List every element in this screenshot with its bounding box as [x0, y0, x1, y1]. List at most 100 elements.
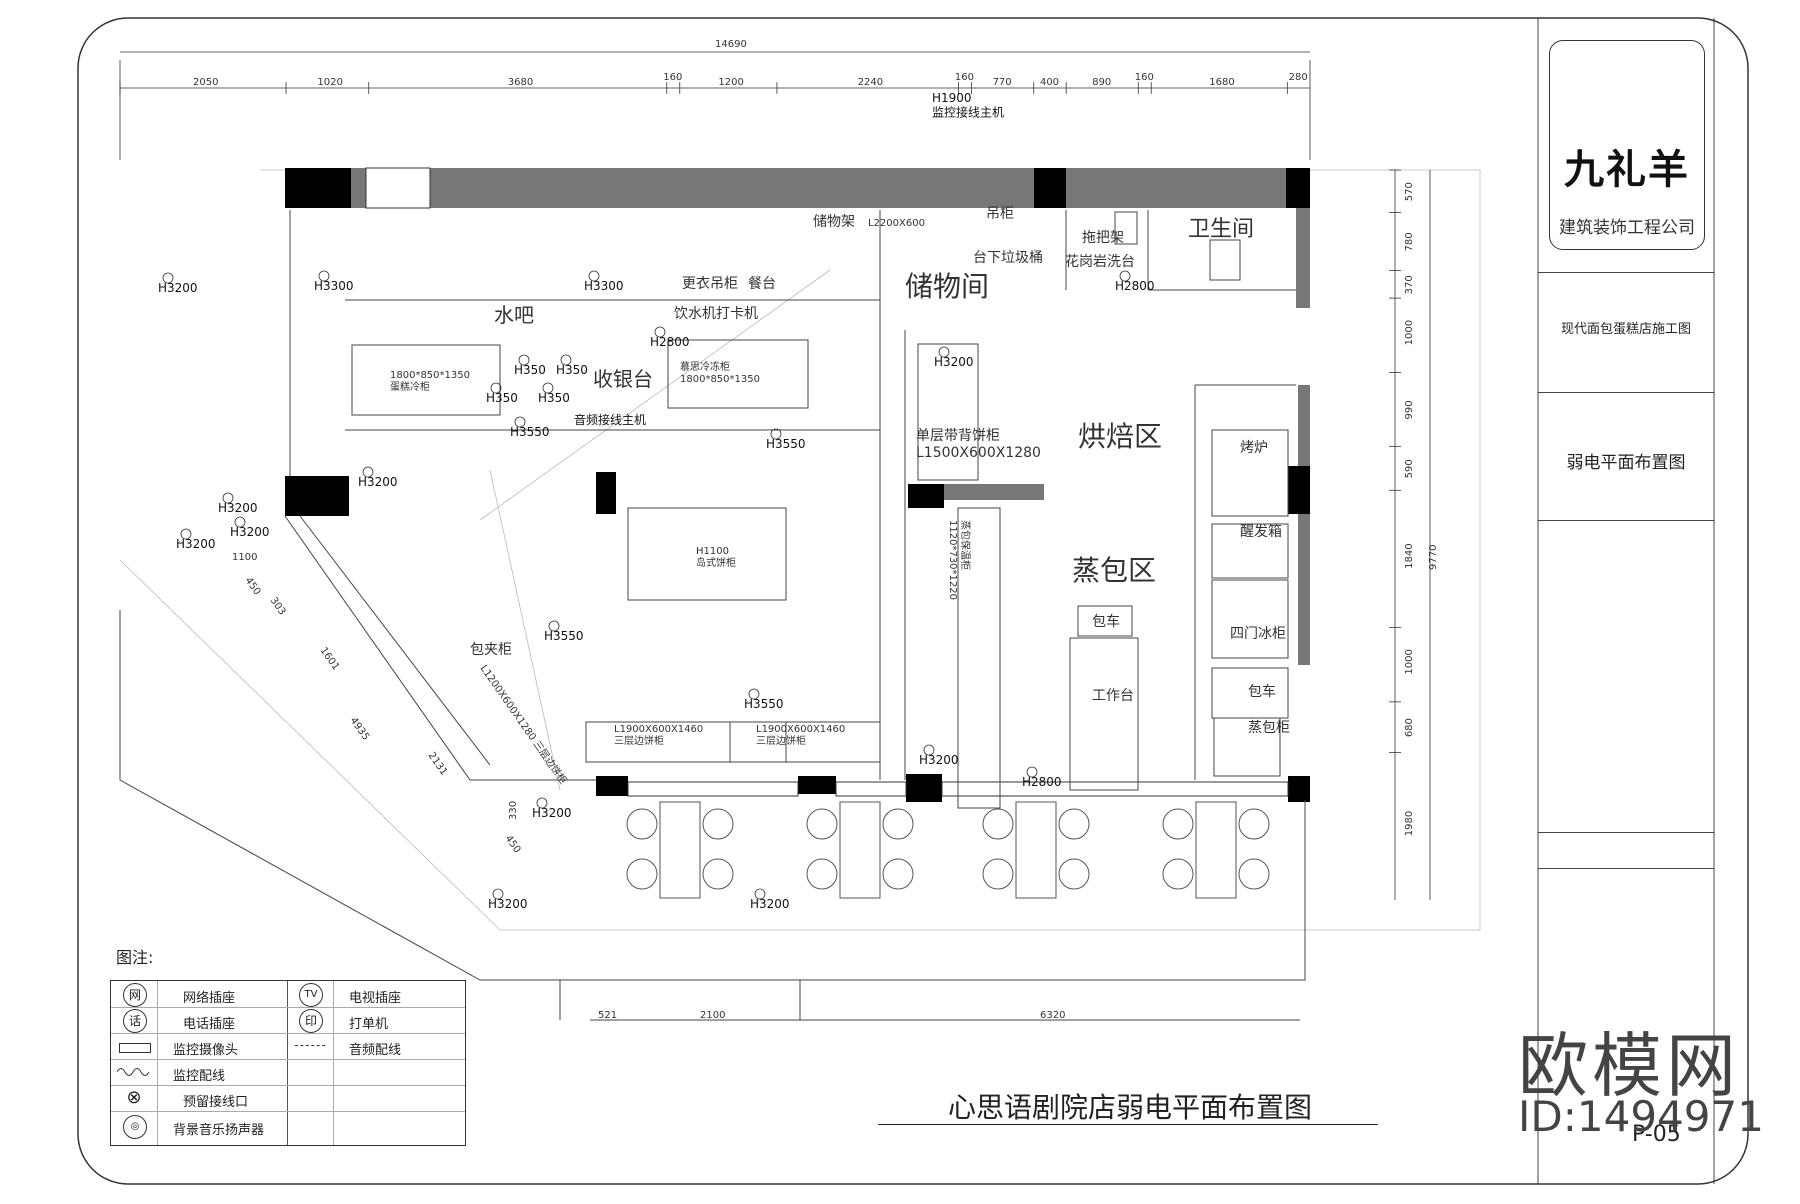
- height-marker: H3200: [934, 355, 974, 369]
- wiring-point-icon: [1119, 270, 1131, 282]
- right-dim-label: 780: [1404, 232, 1415, 251]
- label-granite-sink: 花岗岩洗台: [1065, 254, 1135, 270]
- column: [285, 476, 349, 516]
- phone-socket-icon: 话: [123, 1009, 147, 1033]
- tb-divider: [1538, 392, 1714, 393]
- label-cart1: 包车: [1092, 613, 1120, 630]
- height-marker: H3550: [510, 425, 550, 439]
- legend-label: 背景音乐扬声器: [173, 1123, 265, 1138]
- top-dim-label: 280: [1289, 72, 1308, 83]
- top-dim-label: 1200: [718, 77, 743, 88]
- height-marker: H350: [486, 391, 518, 405]
- overall-dimension: 14690: [715, 39, 747, 50]
- right-dim-label: 570: [1404, 182, 1415, 201]
- speaker-icon: ◎: [123, 1115, 147, 1139]
- top-dim-label: 2050: [193, 77, 218, 88]
- room-storage: 储物间: [905, 270, 989, 303]
- dining-chair: [982, 808, 1014, 840]
- dining-table: [839, 801, 881, 899]
- network-socket-icon: 网: [123, 983, 147, 1007]
- dining-chair: [882, 858, 914, 890]
- height-marker: H3550: [766, 437, 806, 451]
- height-marker: H2800: [650, 335, 690, 349]
- top-dim-label: 400: [1040, 77, 1059, 88]
- legend-label: 网络插座: [183, 991, 236, 1006]
- diag-dim: 450: [243, 575, 263, 597]
- height-marker: H3200: [532, 806, 572, 820]
- wiring-point-icon: [362, 466, 374, 478]
- tb-divider: [1538, 868, 1714, 869]
- column: [285, 168, 351, 208]
- legend-table: 网 网络插座 话 电话插座 监控摄像头 监控配线 ⊗ 预留接线口 ◎ 背景音乐扬…: [110, 980, 466, 1146]
- label-water-punch: 饮水机打卡机: [674, 305, 758, 322]
- height-marker: H3200: [230, 525, 270, 539]
- label-cart2: 包车: [1248, 683, 1276, 700]
- diag-dim: 1601: [318, 645, 342, 672]
- label-mop-rack: 拖把架: [1082, 230, 1124, 246]
- legend-label: 音频配线: [349, 1043, 402, 1058]
- dining-chair: [1162, 858, 1194, 890]
- dining-table: [1195, 801, 1237, 899]
- watermark-id: ID:1494971: [1518, 1092, 1764, 1141]
- wiring-point-icon: [234, 516, 246, 528]
- label-hanging-cab: 吊柜: [986, 206, 1014, 222]
- top-dim-label: 1680: [1209, 77, 1234, 88]
- dining-table: [1015, 801, 1057, 899]
- column: [1034, 168, 1066, 208]
- top-dim-label: 1020: [317, 77, 342, 88]
- right-total-dim: 9770: [1428, 545, 1439, 570]
- room-baking: 烘焙区: [1078, 420, 1162, 453]
- watermark-brand: 欧模网: [1518, 1025, 1740, 1107]
- column: [1286, 168, 1310, 208]
- height-marker: H350: [538, 391, 570, 405]
- diag-dim: 330: [508, 801, 519, 820]
- top-dim-label: 160: [663, 72, 682, 83]
- wiring-point-icon: [492, 888, 504, 900]
- label-workbench: 工作台: [1092, 688, 1134, 704]
- camera-icon: [119, 1043, 151, 1053]
- bottom-dim-2: 2100: [700, 1010, 725, 1021]
- top-wall: [285, 168, 1310, 208]
- diag-dim: 1100: [232, 552, 257, 563]
- dining-chair: [982, 858, 1014, 890]
- company-name: 建筑装饰工程公司: [1559, 218, 1695, 238]
- diag-dim: 303: [268, 595, 288, 617]
- label-proofer: 醒发箱: [1240, 524, 1282, 540]
- wiring-point-icon: [560, 354, 572, 366]
- wiring-point-icon: [923, 744, 935, 756]
- label-diag-cab: L1200X600X1280 三层边饼柜: [478, 662, 570, 786]
- plan-title-underline: [878, 1124, 1378, 1125]
- wiring-point-icon: [754, 888, 766, 900]
- company-logo-box: 九礼羊 建筑装饰工程公司: [1549, 40, 1705, 250]
- wiring-point-icon: [490, 382, 502, 394]
- wiring-point-icon: [318, 270, 330, 282]
- right-dim-label: 1840: [1404, 543, 1415, 568]
- dining-chair: [1238, 858, 1270, 890]
- label-under-bin: 台下垃圾桶: [973, 250, 1043, 266]
- height-marker: H3200: [919, 753, 959, 767]
- wiring-point-icon: [770, 428, 782, 440]
- walls: [285, 167, 1310, 802]
- tb-divider: [1538, 272, 1714, 273]
- right-dim-label: 1000: [1404, 320, 1415, 345]
- audio-wiring-icon: [295, 1045, 325, 1046]
- room-water-bar: 水吧: [494, 303, 534, 327]
- wiring-point-icon: [222, 492, 234, 504]
- right-dim-label: 1000: [1404, 649, 1415, 674]
- label-audio-host: 音频接线主机: [574, 412, 646, 427]
- height-marker: H3200: [488, 897, 528, 911]
- tb-divider: [1538, 832, 1714, 833]
- height-marker: H3200: [750, 897, 790, 911]
- plan-title: 心思语剧院店弱电平面布置图: [947, 1091, 1312, 1124]
- diag-dim: 4935: [348, 715, 372, 742]
- height-marker: H3300: [314, 279, 354, 293]
- height-marker: H3550: [744, 697, 784, 711]
- tv-socket-icon: TV: [299, 983, 323, 1007]
- height-marker: H2800: [1115, 279, 1155, 293]
- diag-dim: 450: [503, 833, 523, 855]
